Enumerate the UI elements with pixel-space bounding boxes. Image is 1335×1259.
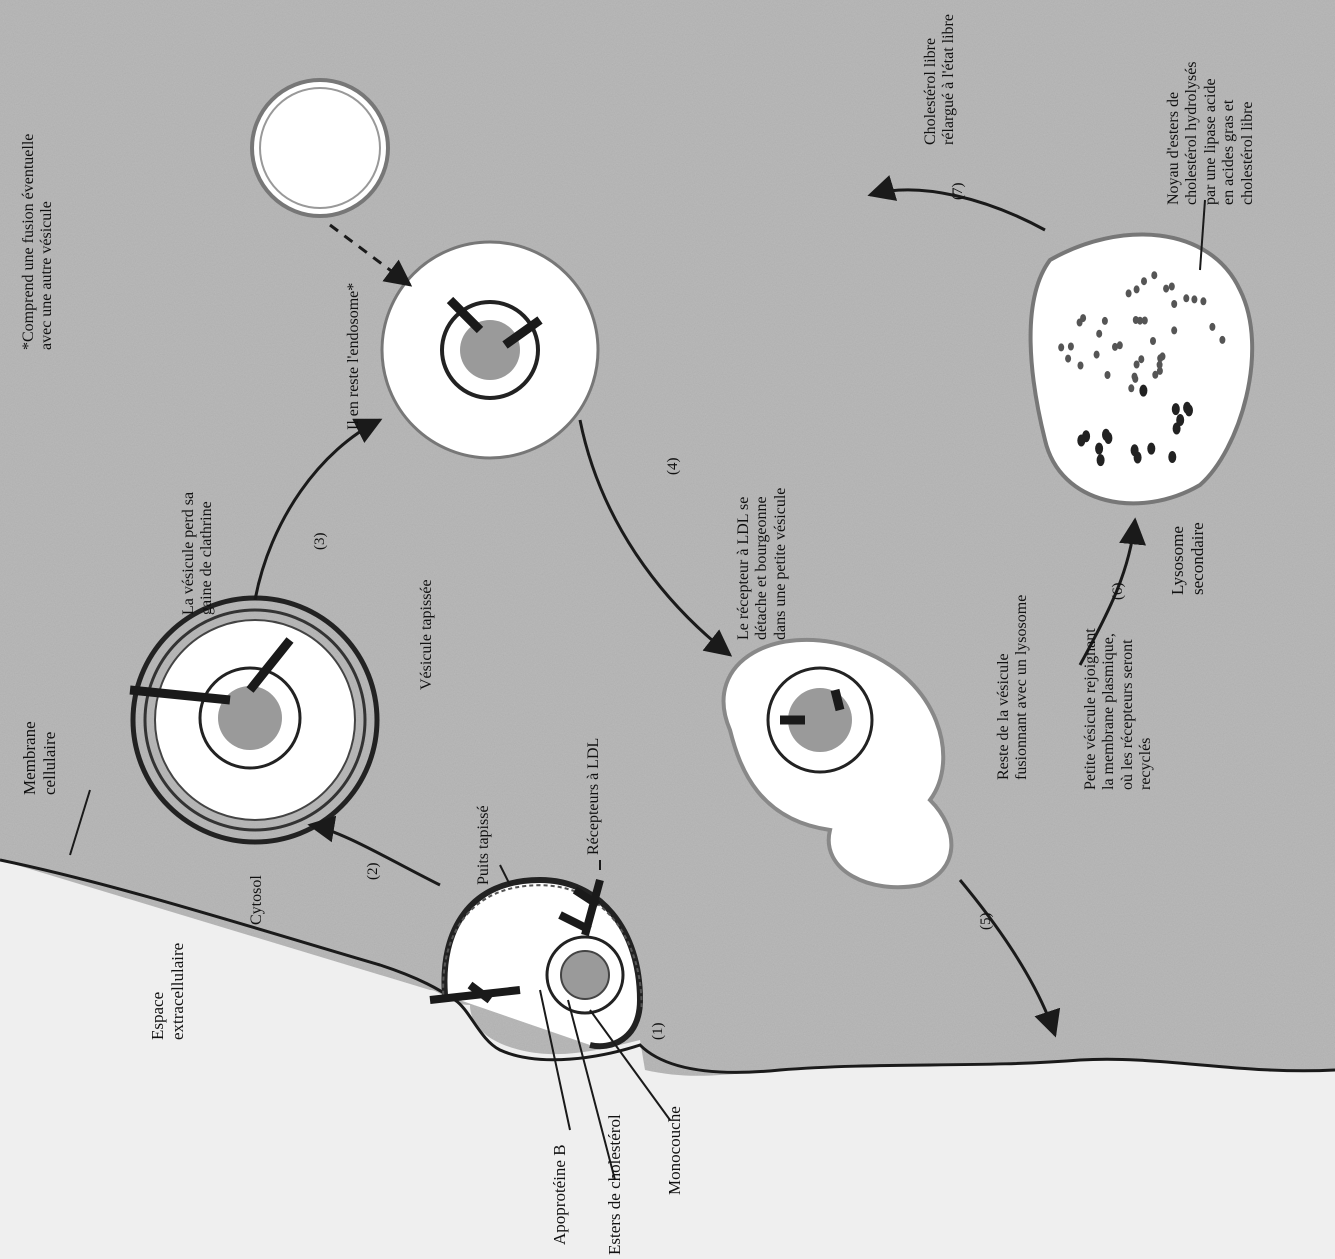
vesicle-rest-label: Reste de la vésicule fusionnant avec un … (995, 595, 1032, 780)
lysosome-droplet (1141, 277, 1147, 285)
lysosome-droplet (1138, 355, 1144, 363)
lysosome-droplet (1172, 403, 1180, 415)
lysosome-droplet (1080, 314, 1086, 322)
lysosome-droplet (1219, 336, 1225, 344)
cholesterol-esters-label: Esters de cholestérol (605, 1114, 625, 1255)
lysosome-droplet (1168, 451, 1176, 463)
lysosome-droplet (1105, 371, 1111, 379)
coated-vesicle (130, 598, 377, 842)
step-5-label: (5) (978, 913, 995, 931)
membrane-label: Membrane cellulaire (20, 721, 59, 795)
fusing-vesicle (252, 80, 388, 216)
ldl-receptor-label: Récepteurs à LDL (585, 738, 603, 855)
apoprotein-label: Apoprotéine B (550, 1144, 570, 1245)
step-2-label: (2) (365, 863, 382, 881)
endosome (382, 242, 598, 458)
lysosome-droplet (1065, 355, 1071, 363)
lysosome-droplet (1183, 402, 1191, 414)
step-1-label: (1) (650, 1023, 667, 1041)
endosome-label: Il en reste l'endosome* (345, 283, 363, 430)
lysosome-droplet (1134, 285, 1140, 293)
lysosome-droplet (1137, 317, 1143, 325)
lysosome-label: Lysosome secondaire (1168, 522, 1207, 595)
lysosome-droplet (1068, 343, 1074, 351)
lysosome-droplet (1134, 452, 1142, 464)
lysosome-droplet (1209, 323, 1215, 331)
lysosome-droplet (1078, 362, 1084, 370)
lysosome-droplet (1157, 367, 1163, 375)
lysosome-droplet (1077, 435, 1085, 447)
hydrolyzed-label: Noyau d'esters de cholestérol hydrolysés… (1165, 61, 1257, 205)
lysosome-droplet (1183, 294, 1189, 302)
free-cholesterol-label: Cholestérol libre rélargué à l'état libr… (922, 14, 959, 145)
lysosome-droplet (1058, 343, 1064, 351)
lysosome-droplet (1191, 295, 1197, 303)
lysosome-droplet (1150, 337, 1156, 345)
extracellular-label: Espace extracellulaire (148, 943, 187, 1040)
lysosome-droplet (1132, 373, 1138, 381)
lysosome-droplet (1171, 300, 1177, 308)
endosome-note: *Comprend une fusion éventuelle avec une… (20, 134, 57, 350)
lysosome-droplet (1102, 429, 1110, 441)
small-vesicle-label: Petite vésicule rejoignant la membrane p… (1082, 628, 1156, 790)
step-4-label: (4) (665, 458, 682, 476)
lysosome-droplet (1097, 454, 1105, 466)
monolayer-label: Monocouche (665, 1106, 685, 1195)
lysosome-droplet (1112, 343, 1118, 351)
lysosome-droplet (1151, 271, 1157, 279)
lysosome-droplet (1147, 443, 1155, 455)
cytosol-label: Cytosol (248, 875, 266, 925)
lysosome-droplet (1171, 326, 1177, 334)
lysosome-droplet (1139, 385, 1147, 397)
lysosome-droplet (1160, 352, 1166, 360)
coated-vesicle-label: Vésicule tapissée (418, 579, 436, 690)
lysosome-droplet (1095, 443, 1103, 455)
coated-pit-label: Puits tapissé (475, 805, 493, 885)
lysosome-droplet (1169, 283, 1175, 291)
step-6-label: (6) (1110, 583, 1127, 601)
lysosome-droplet (1096, 330, 1102, 338)
step-3-label: (3) (312, 533, 329, 551)
loses-clathrin-label: La vésicule perd sa gaine de clathrine (180, 492, 217, 615)
lysosome-droplet (1128, 384, 1134, 392)
receptor-detach-label: Le récepteur à LDL se détache et bourgeo… (735, 488, 790, 640)
step-7-label: (7) (950, 183, 967, 201)
secondary-lysosome (1031, 235, 1253, 504)
lysosome-droplet (1126, 289, 1132, 297)
lysosome-droplet (1163, 285, 1169, 293)
lysosome-droplet (1176, 414, 1184, 426)
lysosome-droplet (1102, 317, 1108, 325)
lysosome-droplet (1200, 297, 1206, 305)
lysosome-droplet (1094, 351, 1100, 359)
lysosome-droplet (1134, 361, 1140, 369)
